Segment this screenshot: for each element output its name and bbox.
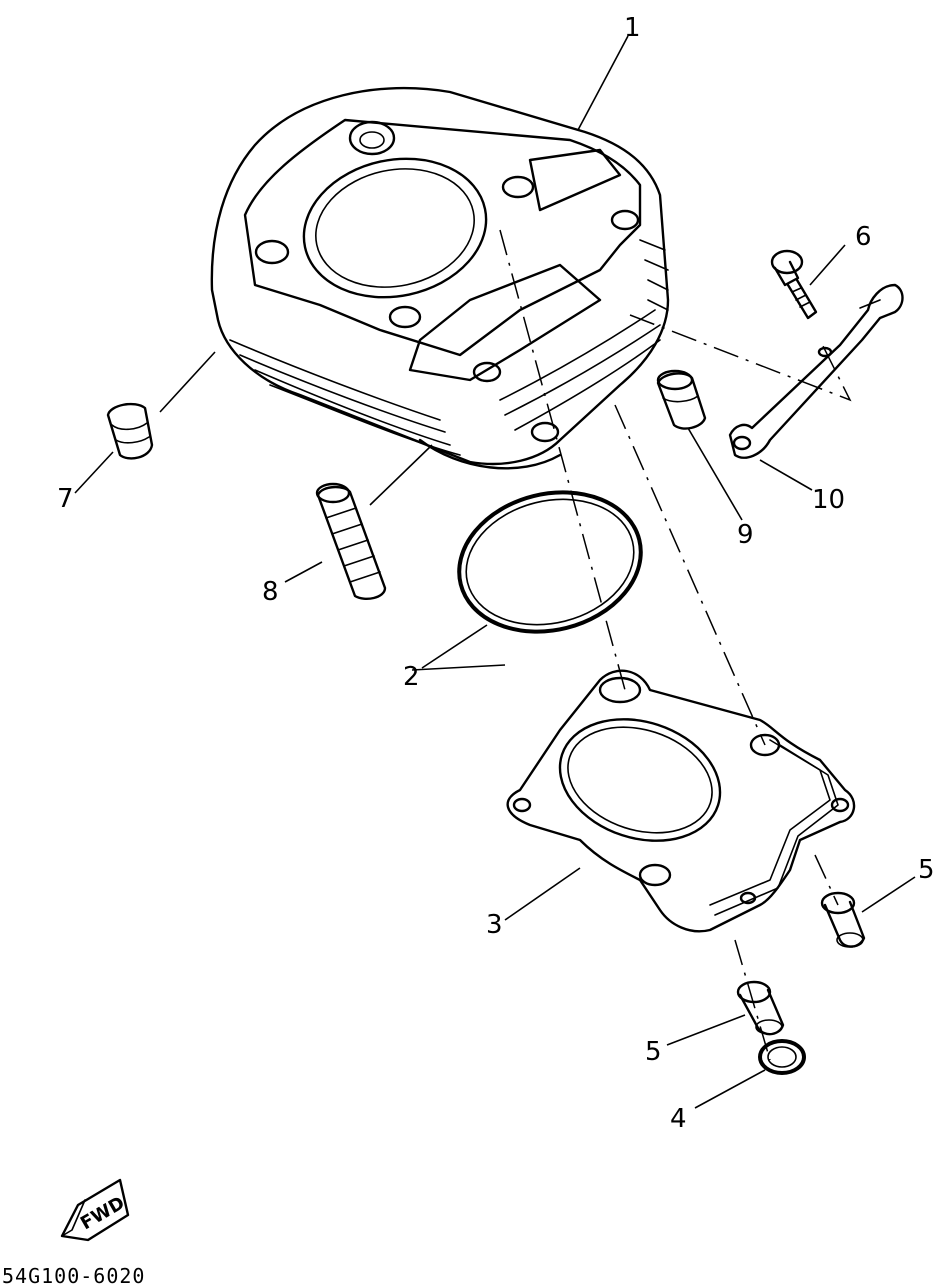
callout-1: 1: [624, 13, 641, 43]
callout-2: 2: [403, 662, 420, 692]
bolt-part-6: [770, 249, 818, 320]
fwd-label: FWD: [77, 1193, 128, 1235]
callout-7: 7: [57, 484, 74, 514]
callout-9: 9: [737, 520, 754, 550]
callout-6: 6: [855, 222, 872, 252]
dowel-pin-part-5-right: [820, 891, 866, 948]
callout-3: 3: [486, 910, 503, 940]
stud-part-8: [315, 482, 387, 600]
callout-5-left: 5: [645, 1037, 662, 1067]
leader-lines: [74, 35, 916, 1109]
callout-8: 8: [262, 577, 279, 607]
cylinder-part-1: [210, 86, 670, 470]
ring-part-4: [758, 1039, 806, 1075]
dowel-pin-part-5-left: [736, 980, 785, 1036]
gasket-part-3: [506, 669, 856, 933]
assembly-lines: [499, 229, 852, 1061]
plug-part-9: [656, 369, 707, 430]
plug-part-7: [106, 402, 154, 460]
bracket-part-10: [728, 283, 904, 459]
callout-10: 10: [812, 485, 845, 515]
callout-labels: 1 2 3 4 5 5 6 7 8 9 10: [57, 13, 935, 1134]
diagram-code: 54G100-6020: [2, 1264, 145, 1287]
callout-5-right: 5: [918, 855, 935, 885]
fwd-arrow-icon: FWD: [60, 1178, 130, 1242]
callout-4: 4: [670, 1104, 687, 1134]
o-ring-part-2: [457, 490, 643, 634]
